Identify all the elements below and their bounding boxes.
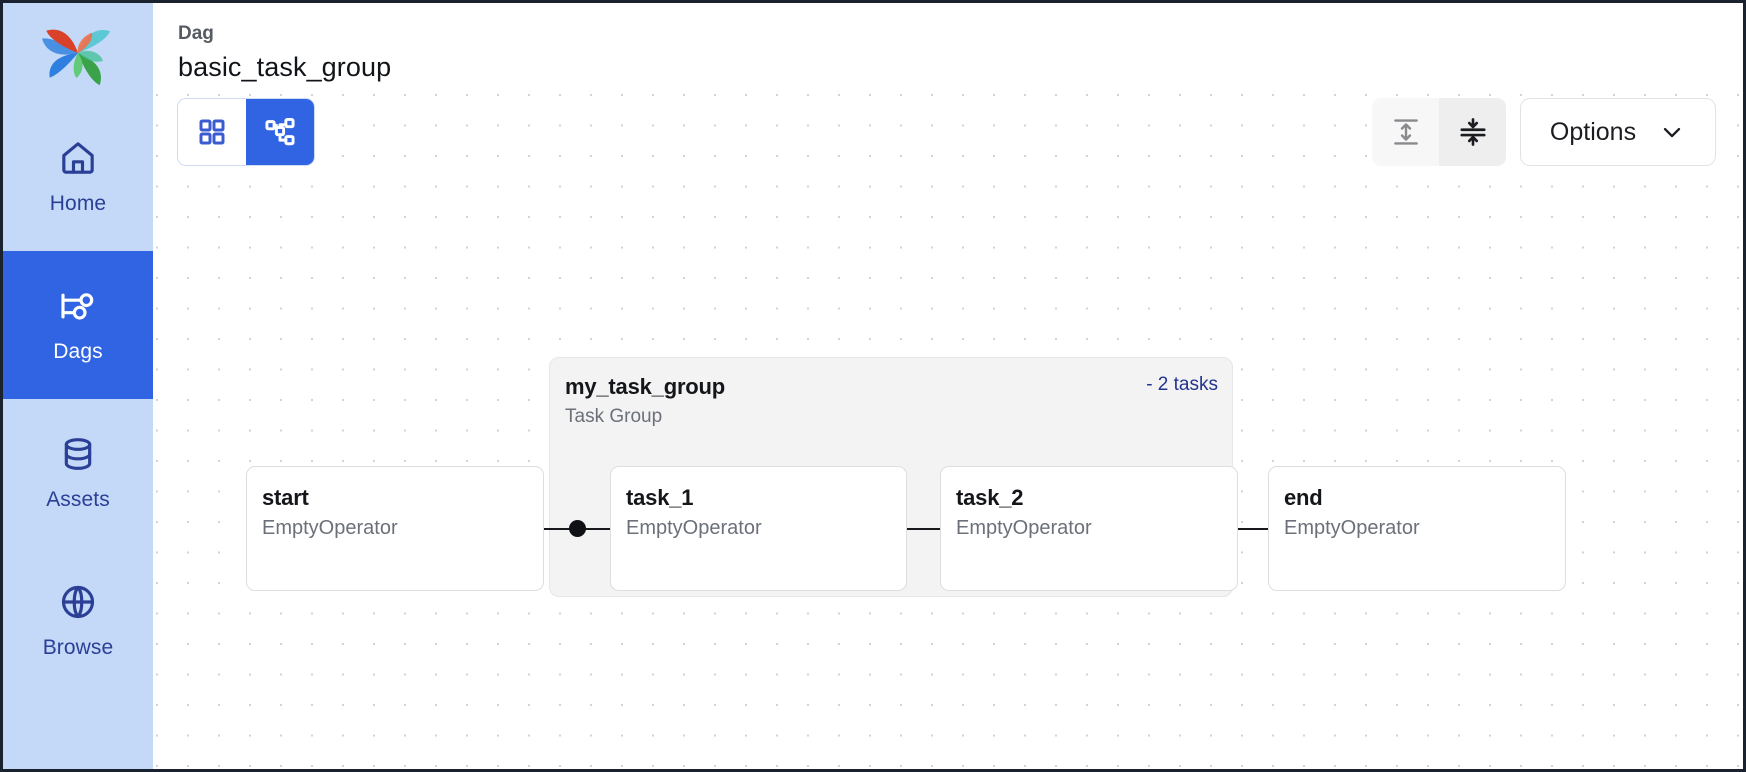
dag-graph: my_task_group Task Group - 2 tasks start… [153,87,1743,769]
task-node-title: task_2 [956,485,1024,511]
collapse-vertical-button[interactable] [1439,98,1506,167]
chevron-down-icon [1663,128,1681,138]
page-title: basic_task_group [178,51,392,82]
airflow-pinwheel-logo [42,29,111,86]
edge-dot [569,520,586,538]
page-header: Dag basic_task_group [153,3,1743,88]
sidebar-item-assets[interactable]: Assets [3,399,153,547]
sidebar-item-label: Home [49,192,107,215]
task-node-start[interactable]: start EmptyOperator [246,466,544,592]
database-icon [64,438,92,470]
right-toolbar: Options [1372,98,1716,167]
sidebar-item-browse[interactable]: Browse [3,547,153,695]
sidebar-item-dags[interactable]: Dags [3,251,153,399]
task-node-task_1[interactable]: task_1 EmptyOperator [610,466,907,592]
sidebar-item-home[interactable]: Home [3,103,153,251]
task-group-toggle[interactable]: - 2 tasks [1146,374,1218,396]
graph-toolbar: Options [177,98,1716,167]
grid-view-button[interactable] [178,99,246,166]
task-node-task_2[interactable]: task_2 EmptyOperator [940,466,1238,592]
options-button[interactable]: Options [1520,98,1716,167]
graph-canvas[interactable]: my_task_group Task Group - 2 tasks start… [153,87,1743,769]
dag-graph-icon [61,293,94,320]
edge-task1-to-task2 [907,528,943,531]
task-node-operator: EmptyOperator [262,517,398,540]
task-node-title: start [262,485,309,511]
sidebar: Home Dags Assets [3,3,153,769]
grid-icon [199,119,225,145]
sidebar-item-label: Assets [46,488,110,511]
graph-view-button[interactable] [246,99,314,166]
sidebar-item-label: Dags [53,340,103,363]
expand-vertical-icon [1393,119,1418,145]
main-content: Dag basic_task_group my_task_group Task … [153,3,1743,769]
task-node-operator: EmptyOperator [1284,517,1420,540]
task-group-type: Task Group [565,406,663,428]
expand-vertical-button[interactable] [1372,98,1439,167]
breadcrumb: Dag [178,23,214,44]
options-label: Options [1549,117,1637,146]
task-node-title: end [1284,485,1323,511]
sidebar-item-label: Browse [42,636,114,659]
task-node-operator: EmptyOperator [956,517,1092,540]
task-node-end[interactable]: end EmptyOperator [1268,466,1566,592]
layout-button-group [1372,98,1506,167]
graph-icon [265,118,295,146]
view-toggle-group [177,98,315,167]
task-node-title: task_1 [626,485,694,511]
globe-icon [61,585,95,619]
collapse-vertical-icon [1459,118,1486,147]
logo-wrap[interactable] [3,3,153,103]
home-icon [62,142,94,174]
task-group-title: my_task_group [565,374,726,400]
task-node-operator: EmptyOperator [626,517,762,540]
